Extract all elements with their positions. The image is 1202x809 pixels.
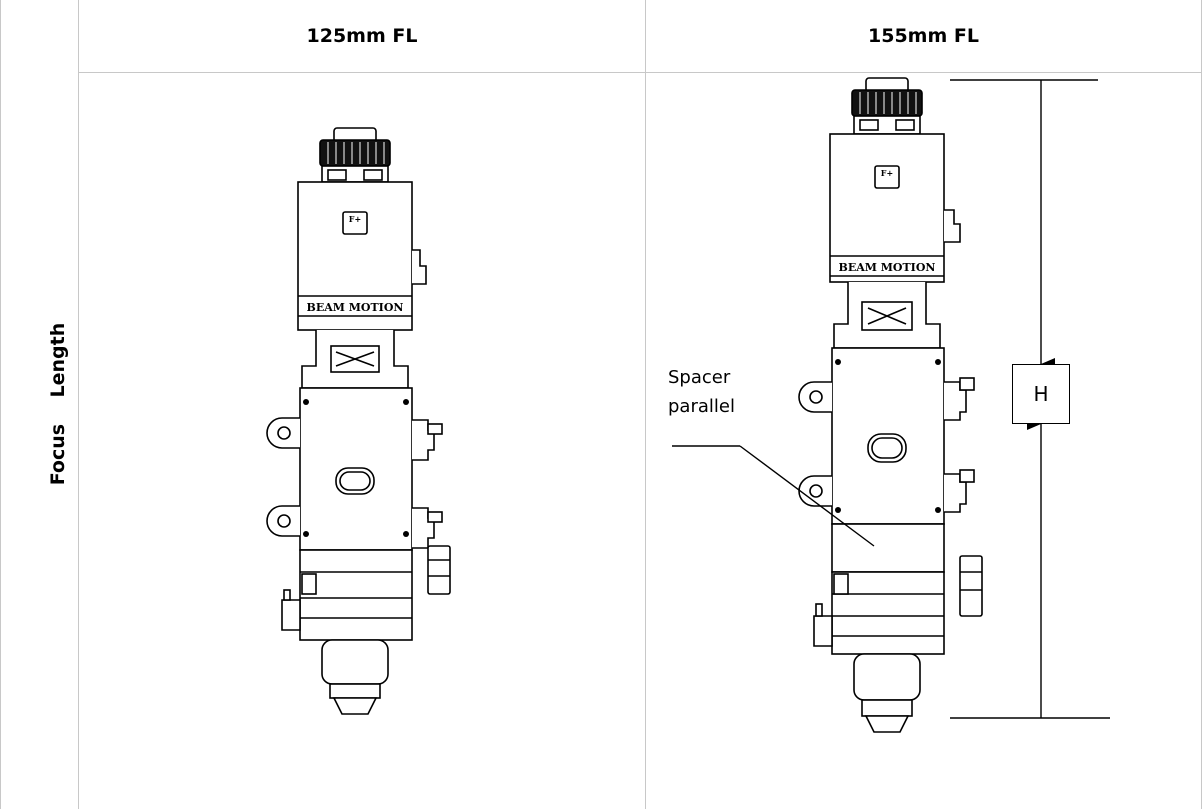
plate-text-left: BEAM MOTION [307, 301, 404, 314]
table-divider-side [78, 0, 79, 809]
fplus-icon: F+ [349, 214, 361, 224]
spacer-callout-label: Spacer parallel [668, 364, 735, 422]
column-header-label: 125mm FL [306, 25, 418, 47]
table-divider-columns [645, 0, 646, 809]
column-header-155mm: 155mm FL [646, 0, 1201, 72]
fplus-icon: F+ [881, 168, 893, 178]
table-header-rule [78, 72, 1202, 73]
callout-line: Spacer [668, 367, 731, 388]
column-header-label: 155mm FL [868, 25, 979, 47]
table-border-left [0, 0, 1, 809]
dimension-h [950, 79, 1110, 719]
dimension-h-label: H [1012, 364, 1070, 424]
plate-text-right: BEAM MOTION [839, 261, 936, 274]
spacer-callout-leader [672, 445, 875, 547]
laser-head-155mm [798, 77, 983, 733]
callout-line: parallel [668, 395, 735, 417]
column-header-125mm: 125mm FL [79, 0, 645, 72]
laser-head-125mm [266, 127, 451, 715]
